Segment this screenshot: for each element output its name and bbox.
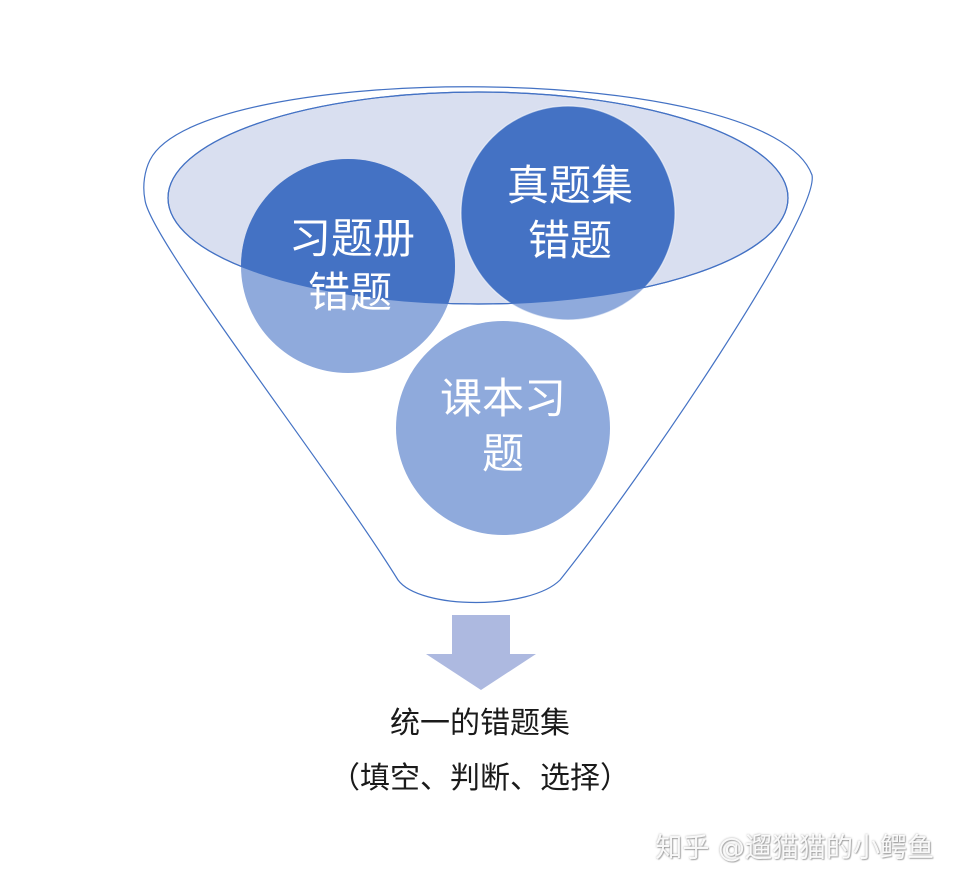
down-arrow-icon bbox=[426, 615, 536, 690]
circle-textbook-label-1: 课本习 bbox=[440, 374, 566, 423]
circle-real-exam-label-2: 错题 bbox=[528, 216, 612, 265]
circle-exercise-book bbox=[241, 159, 455, 304]
watermark: 知乎 @遛猫猫的小鳄鱼 bbox=[655, 833, 934, 864]
result-subtitle: （填空、判断、选择） bbox=[330, 761, 630, 796]
circle-textbook bbox=[396, 321, 610, 535]
circle-real-exam-label-1: 真题集 bbox=[507, 161, 633, 210]
result-title: 统一的错题集 bbox=[390, 706, 570, 741]
funnel-mouth-rim bbox=[167, 91, 789, 305]
circle-real-exam bbox=[461, 106, 675, 304]
circle-textbook-label-2: 题 bbox=[482, 429, 524, 478]
circle-exercise-book-label-1: 习题册 bbox=[289, 214, 415, 263]
circle-exercise-book-label-2: 错题 bbox=[308, 268, 392, 317]
circle-real-exam-border bbox=[460, 105, 676, 321]
